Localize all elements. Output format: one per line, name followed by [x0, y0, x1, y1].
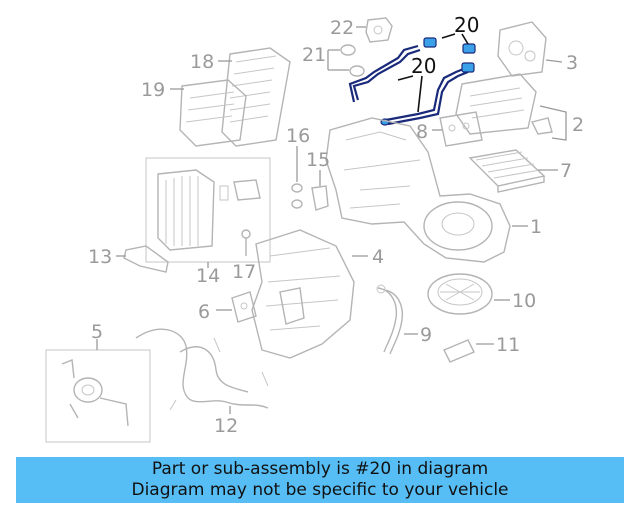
callout-8: 8 — [416, 121, 428, 143]
callout-16: 16 — [286, 125, 310, 147]
callout-15: 15 — [306, 149, 330, 171]
callout-7: 7 — [560, 160, 572, 182]
part-5-drawing — [45, 349, 151, 443]
callout-20-mid: 20 — [411, 54, 436, 78]
part-16-drawing — [291, 183, 303, 209]
callout-9: 9 — [420, 324, 432, 346]
part-12-drawing — [135, 328, 269, 411]
banner-line-2: Diagram may not be specific to your vehi… — [131, 480, 509, 500]
callout-12: 12 — [214, 415, 238, 437]
part-18-drawing — [221, 47, 291, 147]
part-8-drawing — [439, 111, 483, 147]
part-4-drawing — [251, 229, 355, 359]
callout-20-top: 20 — [454, 13, 479, 37]
part-7-drawing — [468, 149, 546, 193]
part-21-drawing — [340, 44, 365, 77]
part-11-drawing — [443, 339, 475, 363]
part-13-drawing — [123, 245, 169, 273]
parts-diagram: 22 21 20 20 3 2 — [45, 13, 584, 443]
part-10-drawing — [427, 273, 493, 315]
callout-4: 4 — [372, 246, 384, 268]
callout-22: 22 — [330, 17, 354, 39]
info-banner: Part or sub-assembly is #20 in diagram D… — [16, 457, 624, 503]
part-3-drawing — [497, 21, 547, 77]
callout-19: 19 — [141, 79, 165, 101]
callout-14: 14 — [196, 265, 220, 287]
callout-6: 6 — [198, 301, 210, 323]
part-19-drawing — [179, 79, 247, 147]
callout-2: 2 — [572, 114, 584, 136]
callout-5: 5 — [91, 321, 103, 343]
callout-13: 13 — [88, 246, 112, 268]
callout-18: 18 — [190, 51, 214, 73]
part-9-drawing — [376, 284, 404, 355]
part-15-drawing — [311, 185, 329, 211]
part-17-drawing — [241, 229, 251, 256]
banner-line-1: Part or sub-assembly is #20 in diagram — [151, 459, 489, 479]
callout-3: 3 — [566, 52, 578, 74]
callout-17: 17 — [232, 261, 256, 283]
part-2-drawing — [455, 73, 553, 135]
part-14-drawing — [145, 157, 271, 263]
callout-10: 10 — [512, 290, 536, 312]
callout-1: 1 — [530, 216, 542, 238]
part-1-drawing — [325, 117, 511, 263]
part-6-drawing — [231, 291, 257, 323]
callout-11: 11 — [496, 334, 520, 356]
part-20-drawing — [348, 37, 476, 126]
callout-21: 21 — [302, 44, 326, 66]
part-22-drawing — [365, 17, 393, 43]
